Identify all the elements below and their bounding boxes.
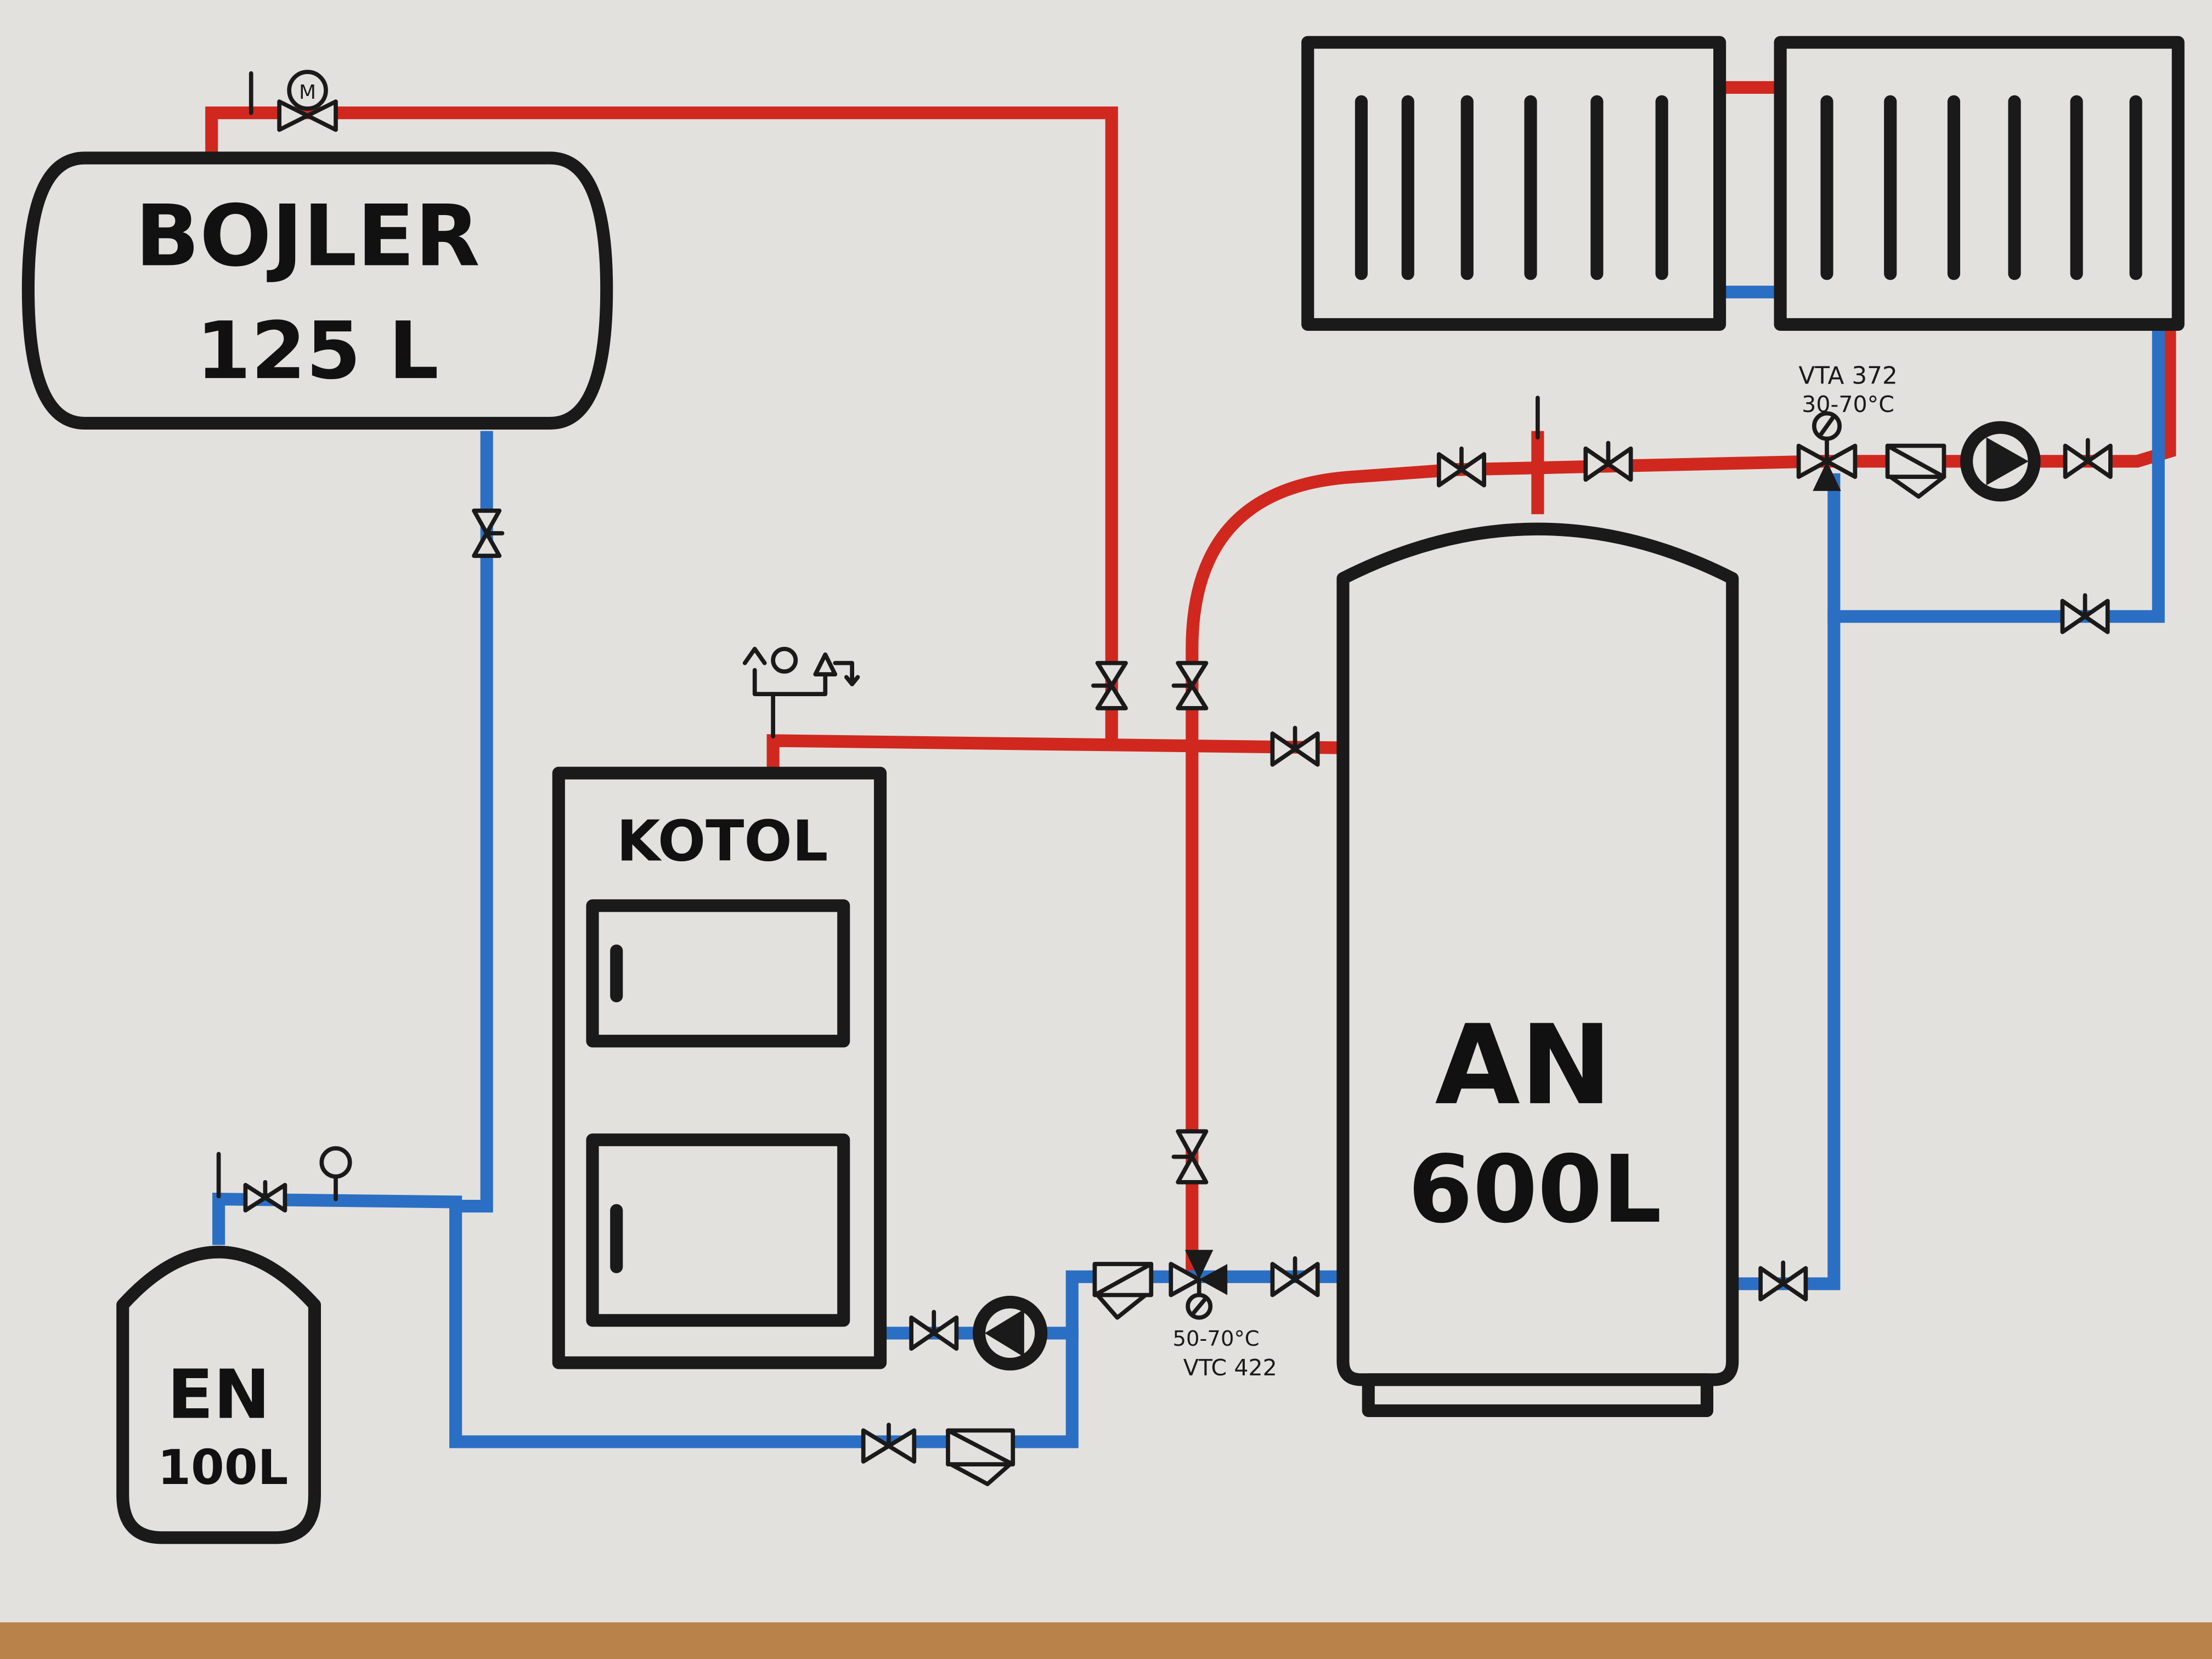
cold-pipe-expansion — [212, 1193, 462, 1245]
en-pressure-gauge-icon — [319, 1146, 352, 1179]
motor-valve-right — [305, 99, 338, 132]
check-valve-heating — [1885, 443, 1946, 499]
safety-discharge-arrow-icon — [833, 661, 860, 687]
valve-bojler-supply — [1091, 661, 1128, 710]
vta-port-right — [1825, 443, 1858, 479]
en-valve-right — [263, 1183, 287, 1213]
bojler-tank: BOJLER 125 L — [21, 151, 613, 430]
accumulation-tank: AN 600L — [1336, 522, 1739, 1417]
bojler-outline — [21, 151, 613, 430]
en-volume: 100L — [157, 1440, 288, 1496]
safety-group — [742, 647, 860, 739]
safety-manifold — [752, 668, 828, 697]
hot-pipe-kotol-outlet — [766, 734, 1340, 780]
motor-valve: M — [249, 70, 338, 132]
valve-riser-upper — [1171, 661, 1209, 710]
check-valves — [946, 443, 1946, 1486]
pump-heating-arrow-icon — [1986, 437, 2029, 486]
valve-an-bottom-left — [1270, 1256, 1320, 1297]
en-valve-left — [243, 1183, 268, 1213]
radiator-2 — [1774, 36, 2185, 331]
desk-edge — [0, 1622, 2212, 1659]
an-volume: 600L — [1408, 1136, 1662, 1244]
valve-an-top-left — [1437, 446, 1486, 488]
vtc-port-top — [1185, 1250, 1214, 1280]
hot-pipe-riser — [1186, 462, 1460, 1276]
valve-riser-lower — [1171, 1129, 1209, 1184]
an-outline — [1336, 522, 1739, 1386]
radiator-2-fins — [1820, 95, 2142, 280]
valve-bojler-cold — [472, 509, 505, 558]
vta-port-bottom — [1813, 461, 1841, 491]
hot-pipe-bojler-supply — [205, 106, 1118, 750]
shutoff-valves — [472, 438, 2113, 1464]
vtc-range-label: 50-70°C — [1172, 1327, 1259, 1351]
motor-actuator-icon — [287, 70, 328, 111]
air-vent-arrow-icon — [742, 647, 767, 665]
radiator-1 — [1301, 36, 1726, 331]
motor-label: M — [299, 81, 316, 104]
vta-port-left — [1796, 443, 1829, 479]
vta-range-label: 30-70°C — [1802, 391, 1894, 417]
valve-an-top-right — [1583, 441, 1633, 482]
en-name: EN — [167, 1355, 270, 1434]
cold-pipe-bojler-return — [449, 431, 1107, 1448]
radiators — [1301, 36, 2185, 331]
valve-bojler-return — [861, 1423, 917, 1464]
cold-pipe-heating-return — [1827, 321, 2165, 623]
kotol-upper-door — [586, 899, 850, 1048]
mixing-valve-vta: VTA 372 30-70°C — [1796, 362, 1898, 491]
valve-an-upper-inlet — [1270, 726, 1320, 767]
pumps — [973, 421, 2041, 1371]
valve-kotol-return — [909, 1310, 959, 1351]
hot-pipes — [205, 81, 2176, 1276]
motor-valve-left — [277, 99, 310, 132]
check-valve-bojler-return — [946, 1428, 1015, 1486]
valve-heating-supply — [2063, 438, 2113, 479]
pressure-gauge-icon — [771, 647, 798, 674]
en-outline — [116, 1245, 321, 1544]
an-name: AN — [1435, 1002, 1612, 1130]
kotol-boiler: KOTOL — [552, 766, 887, 1369]
kotol-name: KOTOL — [617, 809, 828, 874]
pump-heating-circuit — [1960, 421, 2041, 502]
an-base — [1362, 1373, 1714, 1417]
mixing-valve-vtc: 50-70°C VTC 422 — [1169, 1250, 1277, 1381]
valve-heating-return — [2060, 593, 2110, 634]
vtc-port-right — [1199, 1264, 1228, 1295]
bojler-name: BOJLER — [135, 187, 480, 285]
kotol-lower-door — [586, 1133, 850, 1327]
vtc-model-label: VTC 422 — [1183, 1355, 1277, 1381]
radiator-1-fins — [1355, 95, 1668, 280]
bojler-volume: 125 L — [196, 304, 438, 397]
safety-valve-icon — [813, 652, 838, 677]
vtc-thermostat-slash — [1190, 1295, 1209, 1317]
vta-model-label: VTA 372 — [1798, 362, 1897, 390]
check-valve-kotol-bypass — [1092, 1262, 1154, 1320]
valve-an-bottom-right — [1758, 1260, 1808, 1302]
pump-kotol-arrow-icon — [984, 1309, 1024, 1357]
hot-pipe-top-header — [1446, 321, 2176, 477]
pump-kotol-circuit — [973, 1295, 1048, 1371]
vtc-port-left — [1169, 1262, 1201, 1297]
expansion-tank: EN 100L — [116, 1146, 352, 1544]
vta-thermostat-slash — [1818, 414, 1836, 438]
